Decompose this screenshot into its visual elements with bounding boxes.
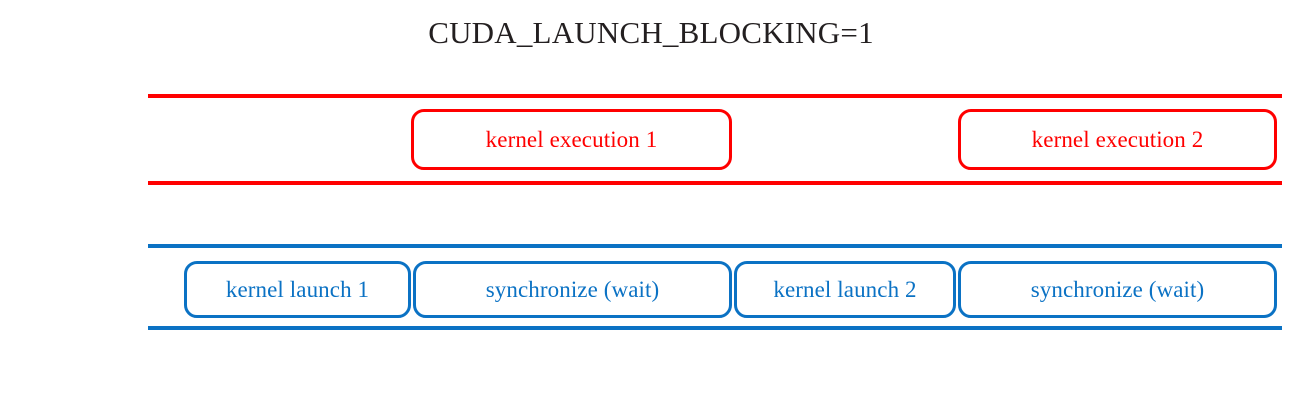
cpu-task-label-kernel-launch-2: kernel launch 2 [773,277,917,302]
cpu-task-kernel-launch-2[interactable]: kernel launch 2 [734,261,956,318]
cpu-task-label-synchronize-1: synchronize (wait) [485,277,660,302]
gpu-task-kernel-execution-1[interactable]: kernel execution 1 [411,109,732,170]
cpu-task-synchronize-1[interactable]: synchronize (wait) [413,261,732,318]
diagram-title: CUDA_LAUNCH_BLOCKING=1 [428,15,874,50]
cpu-task-kernel-launch-1[interactable]: kernel launch 1 [184,261,411,318]
gpu-timeline-rail-top [148,94,1282,98]
cpu-task-synchronize-2[interactable]: synchronize (wait) [958,261,1277,318]
gpu-task-label-kernel-execution-2: kernel execution 2 [1031,127,1204,152]
cpu-timeline-rail-bottom [148,326,1282,330]
gpu-timeline-rail-bottom [148,181,1282,185]
gpu-task-label-kernel-execution-1: kernel execution 1 [485,127,658,152]
cpu-timeline-rail-top [148,244,1282,248]
gpu-task-kernel-execution-2[interactable]: kernel execution 2 [958,109,1277,170]
cpu-task-label-synchronize-2: synchronize (wait) [1030,277,1205,302]
cpu-task-label-kernel-launch-1: kernel launch 1 [225,277,370,302]
